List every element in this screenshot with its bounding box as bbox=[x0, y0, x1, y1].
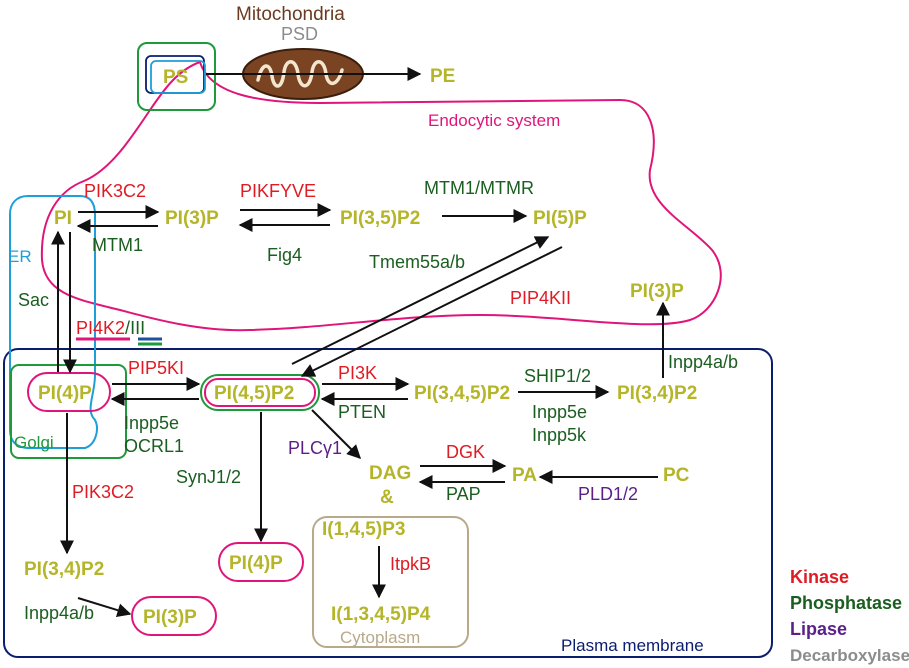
enzyme-pi3k: PI3K bbox=[338, 363, 377, 383]
legend-kinase: Kinase bbox=[790, 567, 849, 587]
lipid-pi5p: PI(5)P bbox=[533, 208, 587, 229]
lipid-pi3p-right: PI(3)P bbox=[630, 281, 684, 302]
enzyme-dgk: DGK bbox=[446, 442, 485, 462]
lipid-ps: PS bbox=[163, 67, 188, 88]
enzyme-mtm1: MTM1 bbox=[92, 235, 143, 255]
enzyme-pi4k2-sep: / bbox=[125, 318, 130, 338]
legend-decarboxylase: Decarboxylase bbox=[790, 646, 909, 665]
endocytic-system-label: Endocytic system bbox=[428, 111, 560, 130]
enzyme-pi4k2-a: PI4K2 bbox=[76, 318, 125, 338]
enzyme-inpp4ab-right: Inpp4a/b bbox=[668, 352, 738, 372]
lipid-ip4: I(1,3,4,5)P4 bbox=[331, 604, 431, 625]
enzyme-ocrl1: OCRL1 bbox=[124, 436, 184, 456]
enzyme-pik3c2-bottom: PIK3C2 bbox=[72, 482, 134, 502]
enzyme-inpp5e-b: Inpp5e bbox=[532, 402, 587, 422]
enzyme-sac: Sac bbox=[18, 290, 49, 310]
plasma-membrane-outline bbox=[3, 348, 773, 658]
enzyme-synj: SynJ1/2 bbox=[176, 467, 241, 487]
cytoplasm-outline bbox=[312, 516, 469, 648]
lipid-dag: DAG bbox=[369, 463, 411, 484]
lipid-pi45p2: PI(4,5)P2 bbox=[214, 383, 294, 404]
mitochondria-label: Mitochondria bbox=[236, 4, 345, 25]
arrow-pi34p2-pi3p bbox=[77, 597, 132, 617]
enzyme-pi4k2-b: III bbox=[130, 318, 145, 338]
golgi-label: Golgi bbox=[14, 433, 54, 452]
lipid-pi4p-golgi: PI(4)P bbox=[38, 383, 92, 404]
arrow-pi45p2-pi5p bbox=[291, 236, 550, 365]
enzyme-inpp4ab-left: Inpp4a/b bbox=[24, 603, 94, 623]
pi45p2-pink-pill bbox=[204, 378, 316, 407]
lipid-pi: PI bbox=[54, 208, 72, 229]
enzyme-pip5ki: PIP5KI bbox=[128, 358, 184, 378]
lipid-pi34p2-left: PI(3,4)P2 bbox=[24, 559, 104, 580]
enzyme-pld: PLD1/2 bbox=[578, 484, 638, 504]
arrow-pi45p2-dag bbox=[311, 409, 361, 459]
cytoplasm-label: Cytoplasm bbox=[340, 628, 420, 647]
enzyme-psd: PSD bbox=[281, 24, 318, 44]
enzyme-itpkb: ItpkB bbox=[390, 554, 431, 574]
enzyme-pten: PTEN bbox=[338, 402, 386, 422]
lipid-ip3: I(1,4,5)P3 bbox=[322, 519, 405, 540]
legend: Kinase Phosphatase Lipase Decarboxylase bbox=[790, 567, 909, 665]
enzyme-mtm1-mtmr: MTM1/MTMR bbox=[424, 178, 534, 198]
er-label: ER bbox=[8, 247, 32, 266]
enzyme-pi4k2: PI4K2/III bbox=[76, 318, 145, 338]
lipid-pi35p2: PI(3,5)P2 bbox=[340, 208, 420, 229]
lipid-pi3p-bottom: PI(3)P bbox=[143, 607, 197, 628]
legend-lipase: Lipase bbox=[790, 619, 847, 639]
lipid-pi345p3: PI(3,4,5)P2 bbox=[414, 383, 510, 404]
enzyme-inpp5e-a: Inpp5e bbox=[124, 413, 179, 433]
lipid-pi34p2-right: PI(3,4)P2 bbox=[617, 383, 697, 404]
enzyme-fig4: Fig4 bbox=[267, 245, 302, 265]
enzyme-pip4kii: PIP4KII bbox=[510, 288, 571, 308]
lipid-amp: & bbox=[380, 487, 394, 508]
enzyme-inpp5k: Inpp5k bbox=[532, 425, 587, 445]
enzyme-tmem55: Tmem55a/b bbox=[369, 252, 465, 272]
lipid-pi4p-pm: PI(4)P bbox=[229, 553, 283, 574]
pi3p-bottom-pill bbox=[131, 596, 217, 636]
legend-phosphatase: Phosphatase bbox=[790, 593, 902, 613]
enzyme-pikfyve: PIKFYVE bbox=[240, 181, 316, 201]
pi45p2-green-pill bbox=[200, 374, 320, 411]
arrow-pi5p-pi45p2 bbox=[300, 246, 563, 377]
lipid-pa: PA bbox=[512, 465, 537, 486]
enzyme-pap: PAP bbox=[446, 484, 481, 504]
ps-green-box bbox=[137, 42, 216, 111]
enzyme-pik3c2-top: PIK3C2 bbox=[84, 181, 146, 201]
lipid-pi3p-top: PI(3)P bbox=[165, 208, 219, 229]
lipid-pc: PC bbox=[663, 465, 690, 486]
enzyme-plc: PLCγ1 bbox=[288, 438, 342, 458]
enzyme-ship: SHIP1/2 bbox=[524, 366, 591, 386]
plasma-membrane-label: Plasma membrane bbox=[561, 636, 704, 655]
endocytic-system-outline bbox=[40, 60, 722, 332]
pi4p-pm-pill bbox=[218, 542, 304, 582]
lipid-pe: PE bbox=[430, 66, 455, 87]
ps-blue-box bbox=[150, 60, 206, 94]
